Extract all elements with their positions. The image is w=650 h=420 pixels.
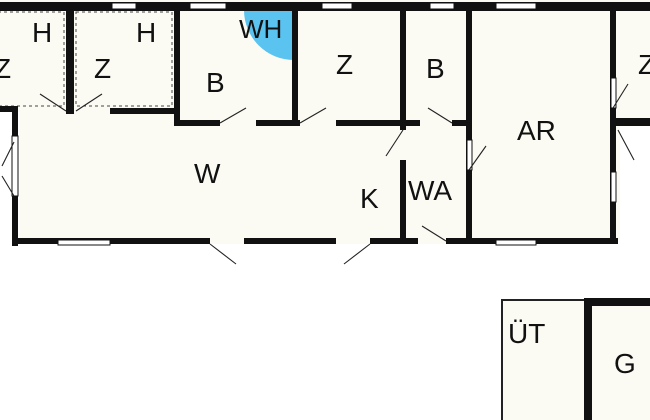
wall-bottom [12,238,618,244]
room-label-z-far-right: Z [638,49,650,80]
wall-upper-divider-left [110,108,176,114]
door-swing-icon [427,107,453,124]
room-label-b-first: B [206,67,225,98]
floor-g [592,306,650,420]
door-swing-icon [299,107,327,124]
room-label-ut: ÜT [508,318,545,349]
window-icon [610,171,617,203]
opening [220,120,256,126]
door-swing-icon [219,107,247,124]
door-swing-icon [75,93,103,112]
wall-right-notch [610,118,650,126]
room-label-g: G [614,348,636,379]
wall-h-h [66,8,74,114]
wall-b1-left [174,8,180,126]
door-swing-icon [617,129,635,161]
door-swing-icon [1,141,15,167]
window-icon [429,2,455,10]
room-labels: Z H Z H WH B Z B AR Z W K WA ÜT G [0,14,650,379]
room-label-z-far-left: Z [0,53,11,84]
door-swing-icon [421,225,447,242]
wall-g-left [584,298,592,420]
door-swing-icon [343,243,371,265]
opening [420,120,452,126]
door-openings [40,108,452,244]
wall-left-notch-top [0,106,18,112]
wall-z-b2 [400,8,406,126]
door-swing-icon [468,145,487,171]
opening [336,238,370,244]
window-icon [495,2,537,10]
window-icon [466,139,473,171]
opening [76,108,106,114]
floor-ut [502,300,584,420]
opening [300,120,336,126]
opening [400,130,406,160]
ut-outline [501,299,584,420]
door-swing-icon [209,243,237,265]
wall-g-top [584,298,650,306]
room-label-b-second: B [426,53,445,84]
door-swing-icon [385,129,404,157]
wardrobe-outline-second [75,11,173,107]
wall-k-divider [400,120,406,242]
room-label-ar: AR [517,115,556,146]
wall-wa-ar [466,8,472,242]
opening [210,238,244,244]
window-icon [495,239,537,246]
opening [40,108,66,114]
window-icon [189,2,227,10]
wall-b1-z [292,8,298,126]
window-icon [321,2,353,10]
room-label-w: W [194,158,221,189]
windows [11,2,617,246]
shower-icon [244,10,294,60]
door-swing-icon [1,175,15,197]
door-swing-icon [612,83,629,109]
door-swings [1,83,635,265]
window-icon [57,239,111,246]
wardrobe-outline-left [0,11,65,107]
room-label-h-left: H [32,17,52,48]
window-icon [111,2,137,10]
room-label-wa: WA [408,175,452,206]
room-label-z-middle: Z [336,49,353,80]
room-label-k: K [360,183,379,214]
room-label-wh: WH [239,14,282,44]
door-swing-icon [39,93,67,112]
window-icon [11,135,19,197]
room-label-h-second: H [136,17,156,48]
opening [418,238,446,244]
room-label-z-second: Z [94,53,111,84]
